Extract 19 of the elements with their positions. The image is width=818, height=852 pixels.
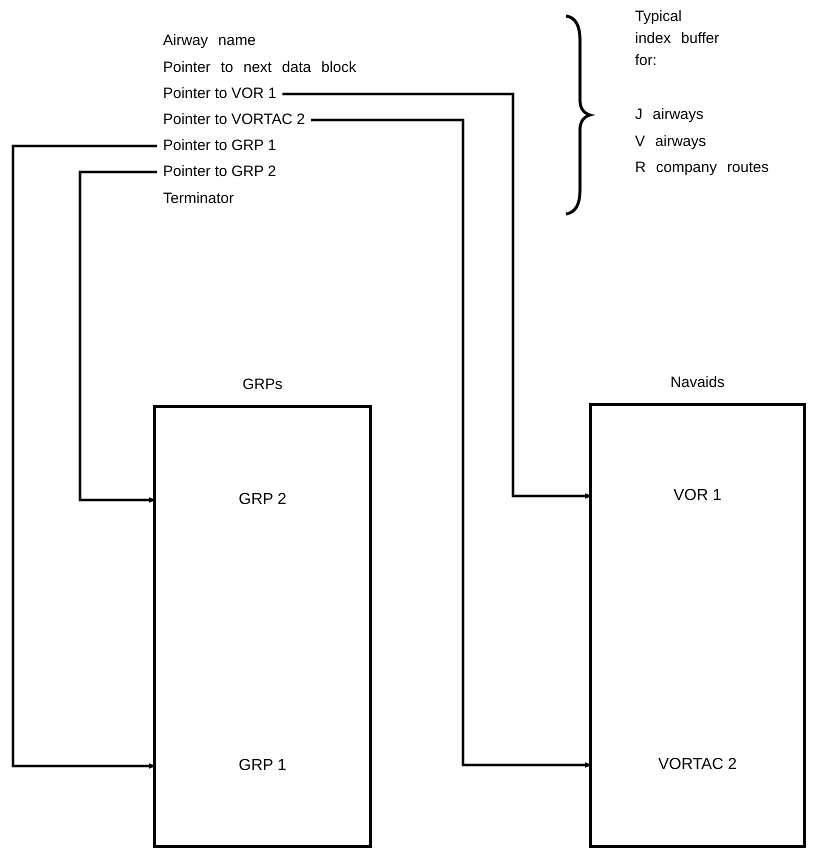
- pointer-field: Pointer to VOR 1: [163, 84, 276, 104]
- field-label: Terminator: [163, 189, 234, 209]
- pointer-field: Pointer to GRP 1: [163, 136, 276, 156]
- block-heading: Navaids: [669, 373, 726, 393]
- pointer-arrow: [12, 144, 157, 769]
- field-label: R company routes: [635, 158, 769, 178]
- field-label: J airways: [635, 105, 704, 125]
- entry-label: GRP 1: [156, 756, 369, 776]
- block-heading: GRPs: [241, 375, 284, 395]
- field-label: Typical index buffer for:: [635, 7, 720, 71]
- entry-label: VOR 1: [592, 486, 803, 506]
- pointer-field: Pointer to GRP 2: [163, 162, 276, 182]
- pointer-arrow: [78, 170, 157, 503]
- entry-label: GRP 2: [156, 490, 369, 510]
- field-label: V airways: [635, 132, 706, 152]
- field-label: Airway name: [163, 31, 256, 51]
- pointer-field: Pointer to VORTAC 2: [163, 110, 306, 130]
- field-label: Pointer to next data block: [163, 58, 356, 78]
- entry-label: VORTAC 2: [592, 755, 803, 775]
